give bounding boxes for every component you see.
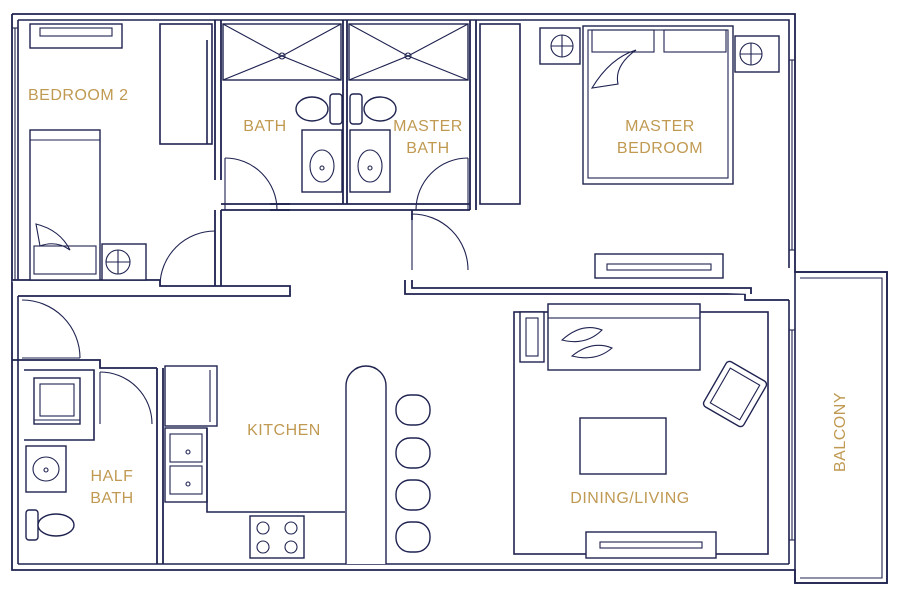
stool-icon [395,394,431,553]
room-label-dining-living: DINING/LIVING [570,490,690,507]
lamp-icon [539,27,581,65]
range-icon [249,515,305,559]
interior-walls [12,20,789,564]
toilet-icon [295,93,343,125]
sink-icon [349,129,391,193]
bed-icon [582,25,734,185]
toilet-icon [349,93,397,125]
washer-dryer-icon [33,377,81,425]
room-label-bedroom2: BEDROOM 2 [28,87,129,104]
lamp-icon [734,35,780,73]
half-bath-fixtures [25,377,81,541]
room-label-master-bath: MASTER BATH [393,118,463,157]
room-label-bath: BATH [243,118,287,135]
lamp-icon [101,243,147,281]
room-label-kitchen: KITCHEN [247,422,321,439]
master-bedroom-furniture [539,25,780,279]
living-furniture [513,303,769,559]
shower-icon [222,23,342,81]
shower-icon [348,23,469,81]
sink-icon [25,445,67,493]
room-label-master-bedroom: MASTER BEDROOM [616,118,704,157]
bath-fixtures [222,23,343,193]
table-icon [579,417,667,475]
balcony [794,271,888,584]
tv-icon [594,253,724,279]
door-swing-icon [21,157,469,425]
room-label-half-bath: HALF BATH [90,468,134,507]
room-label-balcony: BALCONY [832,392,849,472]
sink-icon [164,427,208,503]
bedroom2-furniture [29,23,147,281]
fridge-icon [164,365,218,427]
sink-icon [301,129,343,193]
sofa-icon [547,303,701,371]
kitchen-fixtures [164,365,431,564]
toilet-icon [25,509,75,541]
armchair-icon [702,360,768,428]
bed-icon [29,129,101,281]
tv-icon [585,531,717,559]
lamp-icon [519,311,545,363]
master-bath-fixtures [348,23,469,193]
